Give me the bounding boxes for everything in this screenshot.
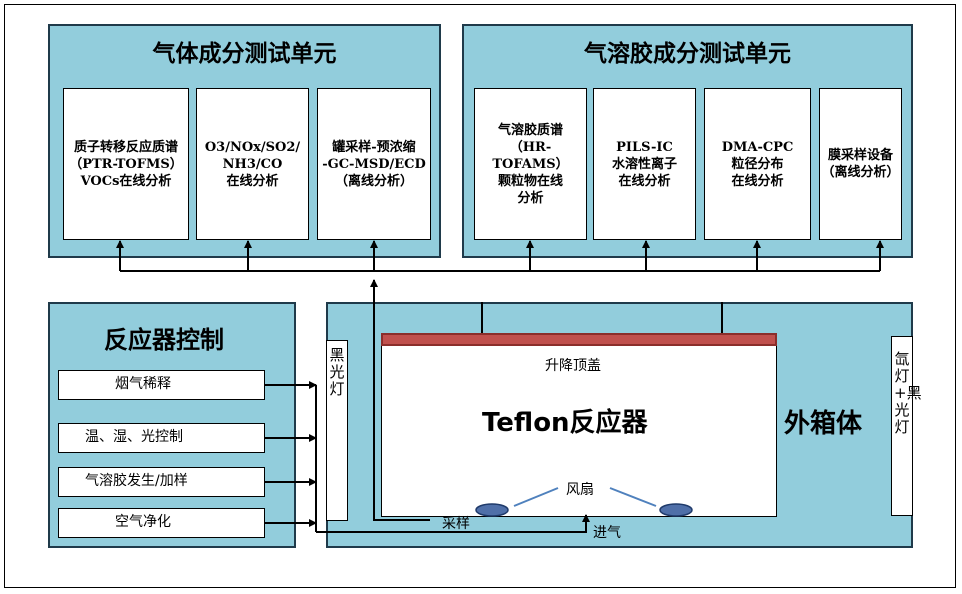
- ptr-tofms-box: 质子转移反应质谱 （PTR-TOFMS） VOCs在线分析: [63, 88, 189, 240]
- diagram-frame: [4, 4, 956, 588]
- lift-lid-label: 升降顶盖: [545, 358, 601, 374]
- pils-ic-label: PILS-IC 水溶性离子 在线分析: [611, 139, 677, 189]
- black-light-left: 黑光灯: [326, 340, 348, 521]
- sampling-line: [370, 279, 430, 521]
- outer-box-title: 外箱体: [784, 409, 863, 439]
- teflon-reactor: [381, 333, 777, 517]
- temp-humidity-light-item: 温、湿、光控制: [58, 423, 265, 453]
- fan-left-icon: [475, 503, 509, 517]
- canister-gcmsd-box: 罐采样-预浓缩 -GC-MSD/ECD （离线分析）: [317, 88, 431, 240]
- sampling-label: 采样: [442, 516, 470, 532]
- dma-cpc-label: DMA-CPC 粒径分布 在线分析: [721, 139, 794, 189]
- black-light-label: 黑光灯: [329, 346, 345, 398]
- hr-tofams-box: 气溶胶质谱 （HR-TOFAMS） 颗粒物在线 分析: [474, 88, 587, 240]
- teflon-reactor-label: Teflon反应器: [482, 408, 648, 438]
- inlet-label: 进气: [593, 525, 621, 541]
- filter-sampler-box: 膜采样设备 （离线分析）: [819, 88, 902, 240]
- fan-pointer-right: [609, 487, 657, 507]
- pils-ic-box: PILS-IC 水溶性离子 在线分析: [593, 88, 696, 240]
- fan-pointer-left: [513, 487, 559, 507]
- lift-lid-bar: [381, 333, 777, 346]
- flue-gas-dilution-item: 烟气稀释: [58, 370, 265, 400]
- reactor-control-title: 反应器控制: [104, 326, 224, 354]
- hr-tofams-label: 气溶胶质谱 （HR-TOFAMS） 颗粒物在线 分析: [492, 122, 569, 206]
- aerosol-unit-title: 气溶胶成分测试单元: [584, 41, 791, 67]
- inlet-line: [316, 514, 590, 533]
- aerosol-generation-item: 气溶胶发生/加样: [58, 467, 265, 497]
- air-purification-item: 空气净化: [58, 508, 265, 538]
- gas-unit-title: 气体成分测试单元: [152, 41, 337, 67]
- filter-sampler-label: 膜采样设备 （离线分析）: [821, 148, 900, 180]
- fan-right-icon: [659, 503, 693, 517]
- fan-label: 风扇: [566, 482, 594, 498]
- ptr-tofms-label: 质子转移反应质谱 （PTR-TOFMS） VOCs在线分析: [69, 139, 183, 189]
- dma-cpc-box: DMA-CPC 粒径分布 在线分析: [704, 88, 811, 240]
- gas-analyzer-label: O3/NOx/SO2/ NH3/CO 在线分析: [204, 139, 301, 189]
- gas-analyzer-box: O3/NOx/SO2/ NH3/CO 在线分析: [196, 88, 309, 240]
- canister-gcmsd-label: 罐采样-预浓缩 -GC-MSD/ECD （离线分析）: [322, 139, 426, 189]
- xenon-light-right: 氙灯+黑光灯: [891, 336, 922, 516]
